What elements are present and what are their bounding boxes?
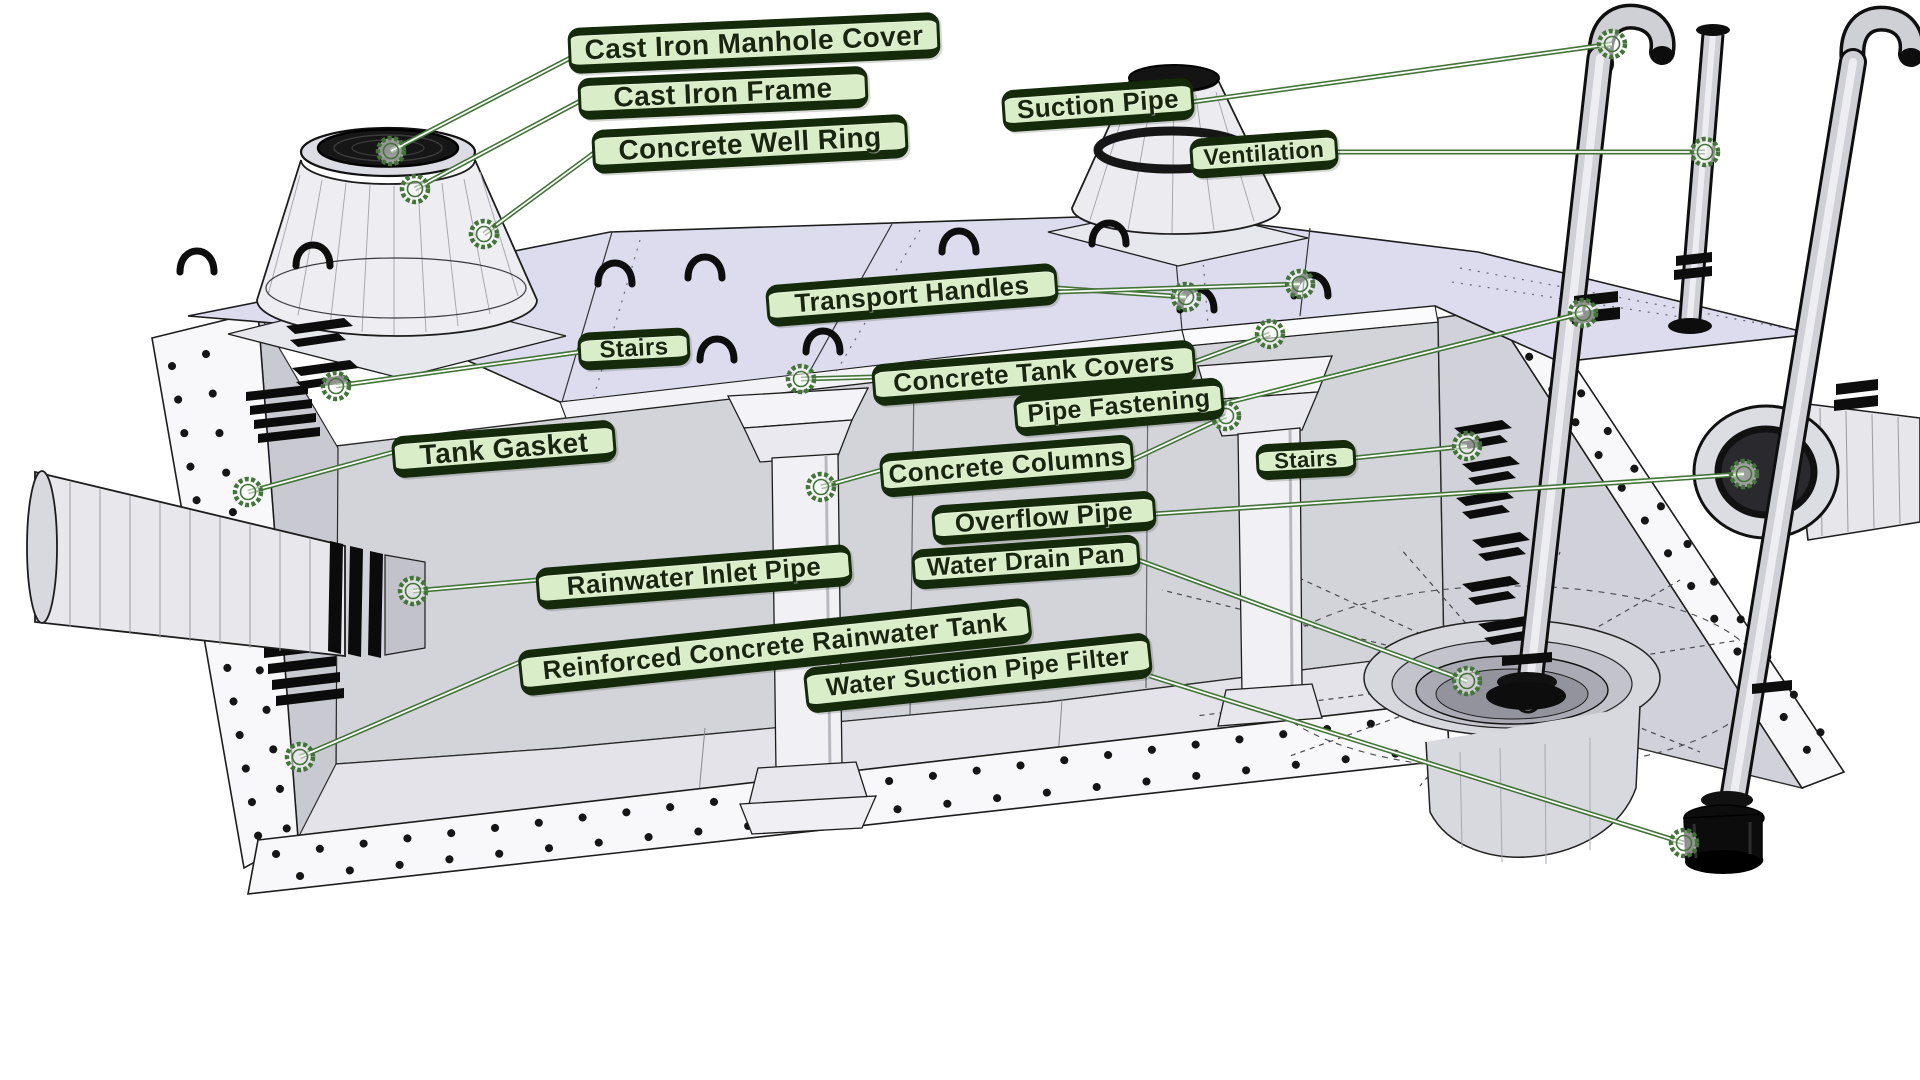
- label-transport-handles: Transport Handles: [764, 262, 1060, 328]
- label-cast-iron-manhole-cover: Cast Iron Manhole Cover: [567, 11, 941, 75]
- water-suction-pipe-filter-shape: [1683, 791, 1765, 874]
- label-cast-iron-frame: Cast Iron Frame: [577, 65, 869, 121]
- label-tank-gasket: Tank Gasket: [390, 419, 618, 479]
- label-stairs-right: Stairs: [1255, 439, 1357, 481]
- label-ventilation: Ventilation: [1188, 128, 1340, 180]
- label-concrete-well-ring: Concrete Well Ring: [591, 113, 909, 175]
- label-suction-pipe: Suction Pipe: [1000, 77, 1196, 133]
- concrete-column-left: [726, 387, 878, 835]
- label-rainwater-inlet-pipe: Rainwater Inlet Pipe: [534, 543, 854, 611]
- suction-pipe-2-shape: [1717, 5, 1920, 826]
- label-concrete-columns: Concrete Columns: [878, 434, 1136, 498]
- label-stairs-left: Stairs: [577, 327, 691, 371]
- ventilation-pipe-shape: [1668, 24, 1730, 334]
